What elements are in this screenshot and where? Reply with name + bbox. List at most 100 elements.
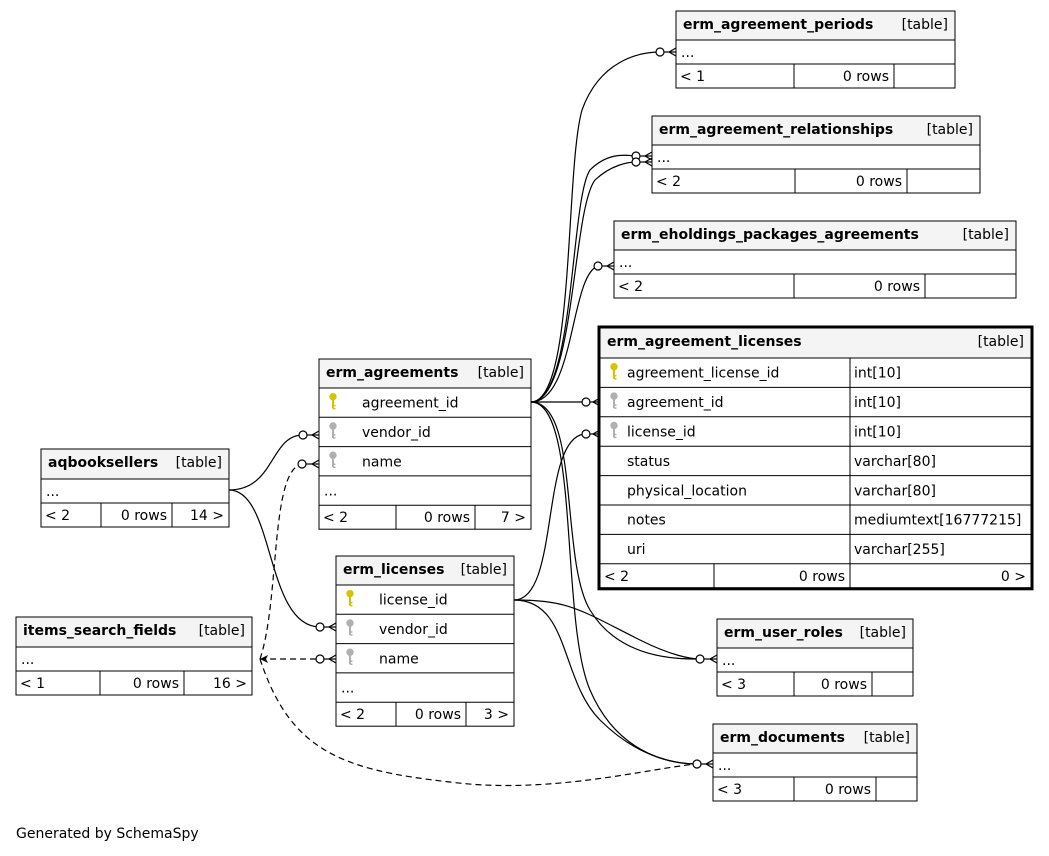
- table-type-label: [table]: [860, 625, 906, 641]
- parents-count: < 2: [656, 174, 681, 190]
- table-erm-agreement-relationships[interactable]: erm_agreement_relationships[table]...< 2…: [651, 115, 981, 194]
- foreign-key-icon: [329, 422, 337, 439]
- relationship-line: [530, 161, 637, 403]
- relationship-line: [530, 265, 599, 403]
- primary-key-icon: [610, 363, 618, 380]
- table-name: erm_licenses: [343, 562, 445, 578]
- zero-or-many-marker: [631, 157, 653, 167]
- column-name: ...: [722, 653, 735, 669]
- column-type: mediumtext[16777215]: [854, 513, 1021, 529]
- row-count: 0 rows: [121, 508, 167, 524]
- row-count: 0 rows: [415, 707, 461, 723]
- column-name: ...: [619, 255, 632, 271]
- relationship-line: [228, 489, 321, 628]
- table-name: items_search_fields: [23, 623, 176, 639]
- table-type-label: [table]: [927, 122, 973, 138]
- table-type-label: [table]: [978, 334, 1024, 350]
- column-name: license_id: [627, 425, 696, 441]
- zero-or-many-marker: [695, 654, 718, 664]
- table-name: erm_user_roles: [724, 625, 843, 641]
- children-count: 14 >: [190, 508, 224, 524]
- table-erm-agreement-licenses[interactable]: erm_agreement_licenses [table] agreement_l…: [597, 325, 1034, 591]
- zero-or-many-marker: [581, 429, 601, 439]
- column-name: agreement_id: [362, 396, 459, 412]
- table-name: erm_agreements: [326, 365, 458, 381]
- table-erm-agreements[interactable]: erm_agreements[table]agreement_idvendor_…: [318, 358, 532, 530]
- table-type-label: [table]: [461, 562, 507, 578]
- column-type: varchar[255]: [854, 542, 945, 558]
- zero-or-many-marker: [581, 397, 601, 407]
- column-type: int[10]: [854, 366, 901, 382]
- table-type-label: [table]: [176, 455, 222, 471]
- table-erm-eholdings-packages-agreements[interactable]: erm_eholdings_packages_agreements[table]…: [613, 220, 1017, 299]
- relationship-line: [259, 463, 303, 660]
- parents-count: < 2: [323, 510, 348, 526]
- table-name: erm_agreement_licenses: [607, 334, 802, 350]
- zero-or-many-marker: [315, 622, 337, 632]
- zero-or-many-marker: [655, 47, 677, 57]
- table-type-label: [table]: [902, 17, 948, 33]
- parents-count: < 3: [721, 677, 746, 693]
- parents-count: < 2: [340, 707, 365, 723]
- table-type-label: [table]: [199, 623, 245, 639]
- row-count: 0 rows: [874, 279, 920, 295]
- generated-by-text: Generated by SchemaSpy: [16, 826, 199, 842]
- row-count: 0 rows: [799, 569, 845, 585]
- row-count: 0 rows: [843, 69, 889, 85]
- zero-or-many-marker: [297, 459, 320, 469]
- table-erm-licenses[interactable]: erm_licenses[table]license_idvendor_idna…: [335, 555, 515, 727]
- table-name: aqbooksellers: [48, 455, 158, 471]
- relationship-line: [513, 599, 698, 765]
- relationship-line: [530, 154, 637, 403]
- column-name: name: [362, 454, 402, 470]
- column-name: ...: [341, 681, 354, 697]
- relationship-line: [513, 433, 585, 601]
- relationship-line: [513, 599, 701, 660]
- tables-layer: erm_agreement_periods [table]... < 1 0 rows…: [15, 10, 1034, 802]
- table-type-label: [table]: [864, 730, 910, 746]
- column-name: ...: [324, 484, 337, 500]
- parents-count: < 2: [604, 569, 629, 585]
- primary-key-icon: [329, 392, 337, 410]
- parents-count: < 3: [717, 782, 742, 798]
- zero-or-many-marker: [593, 261, 615, 271]
- parents-count: < 2: [45, 508, 70, 524]
- children-count: 0 >: [1001, 569, 1026, 585]
- children-count: 7 >: [501, 510, 526, 526]
- table-name: erm_agreement_periods: [683, 17, 873, 33]
- column-name: notes: [627, 513, 666, 529]
- implied-arrow-icon: [260, 655, 268, 663]
- row-count: 0 rows: [825, 782, 871, 798]
- column-name: status: [627, 454, 670, 470]
- parents-count: < 1: [20, 676, 45, 692]
- foreign-key-icon: [610, 421, 618, 439]
- table-erm-user-roles[interactable]: erm_user_roles [table]... < 3 0 rows: [716, 618, 914, 697]
- column-name: physical_location: [627, 483, 747, 499]
- column-type: varchar[80]: [854, 454, 936, 470]
- relationship-edges: [228, 47, 718, 787]
- children-count: 3 >: [484, 707, 509, 723]
- row-count: 0 rows: [821, 677, 867, 693]
- column-name: uri: [627, 542, 646, 558]
- column-name: ...: [681, 45, 694, 61]
- table-name: erm_eholdings_packages_agreements: [621, 227, 919, 243]
- table-items-search-fields[interactable]: items_search_fields [table]... < 1 0 rows 16…: [15, 616, 253, 696]
- table-type-label: [table]: [478, 365, 524, 381]
- column-name: ...: [657, 150, 670, 166]
- column-name: vendor_id: [379, 622, 448, 638]
- column-name: agreement_license_id: [627, 366, 779, 382]
- row-count: 0 rows: [133, 676, 179, 692]
- column-name: ...: [21, 652, 34, 668]
- column-type: int[10]: [854, 425, 901, 441]
- children-count: 16 >: [213, 676, 247, 692]
- zero-or-many-marker: [692, 759, 714, 769]
- column-type: int[10]: [854, 395, 901, 411]
- zero-or-many-marker: [315, 654, 337, 664]
- primary-key-icon: [346, 589, 354, 607]
- column-name: name: [379, 651, 419, 667]
- column-type: varchar[80]: [854, 483, 936, 499]
